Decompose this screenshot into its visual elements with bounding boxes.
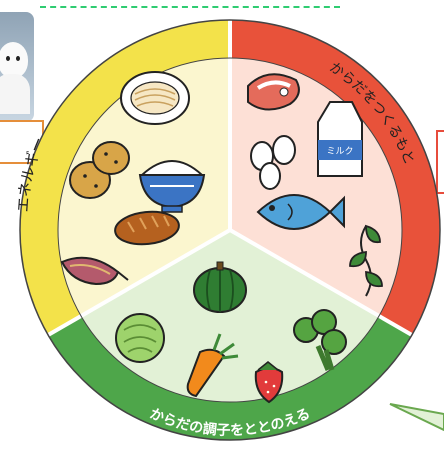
cabbage-icon (116, 314, 164, 362)
milk-carton-icon: ミルク (318, 102, 362, 176)
bottom-callout-pointer (390, 404, 444, 430)
meat-icon (248, 74, 299, 109)
milk-label: ミルク (326, 146, 353, 157)
noodles-icon (121, 72, 189, 124)
